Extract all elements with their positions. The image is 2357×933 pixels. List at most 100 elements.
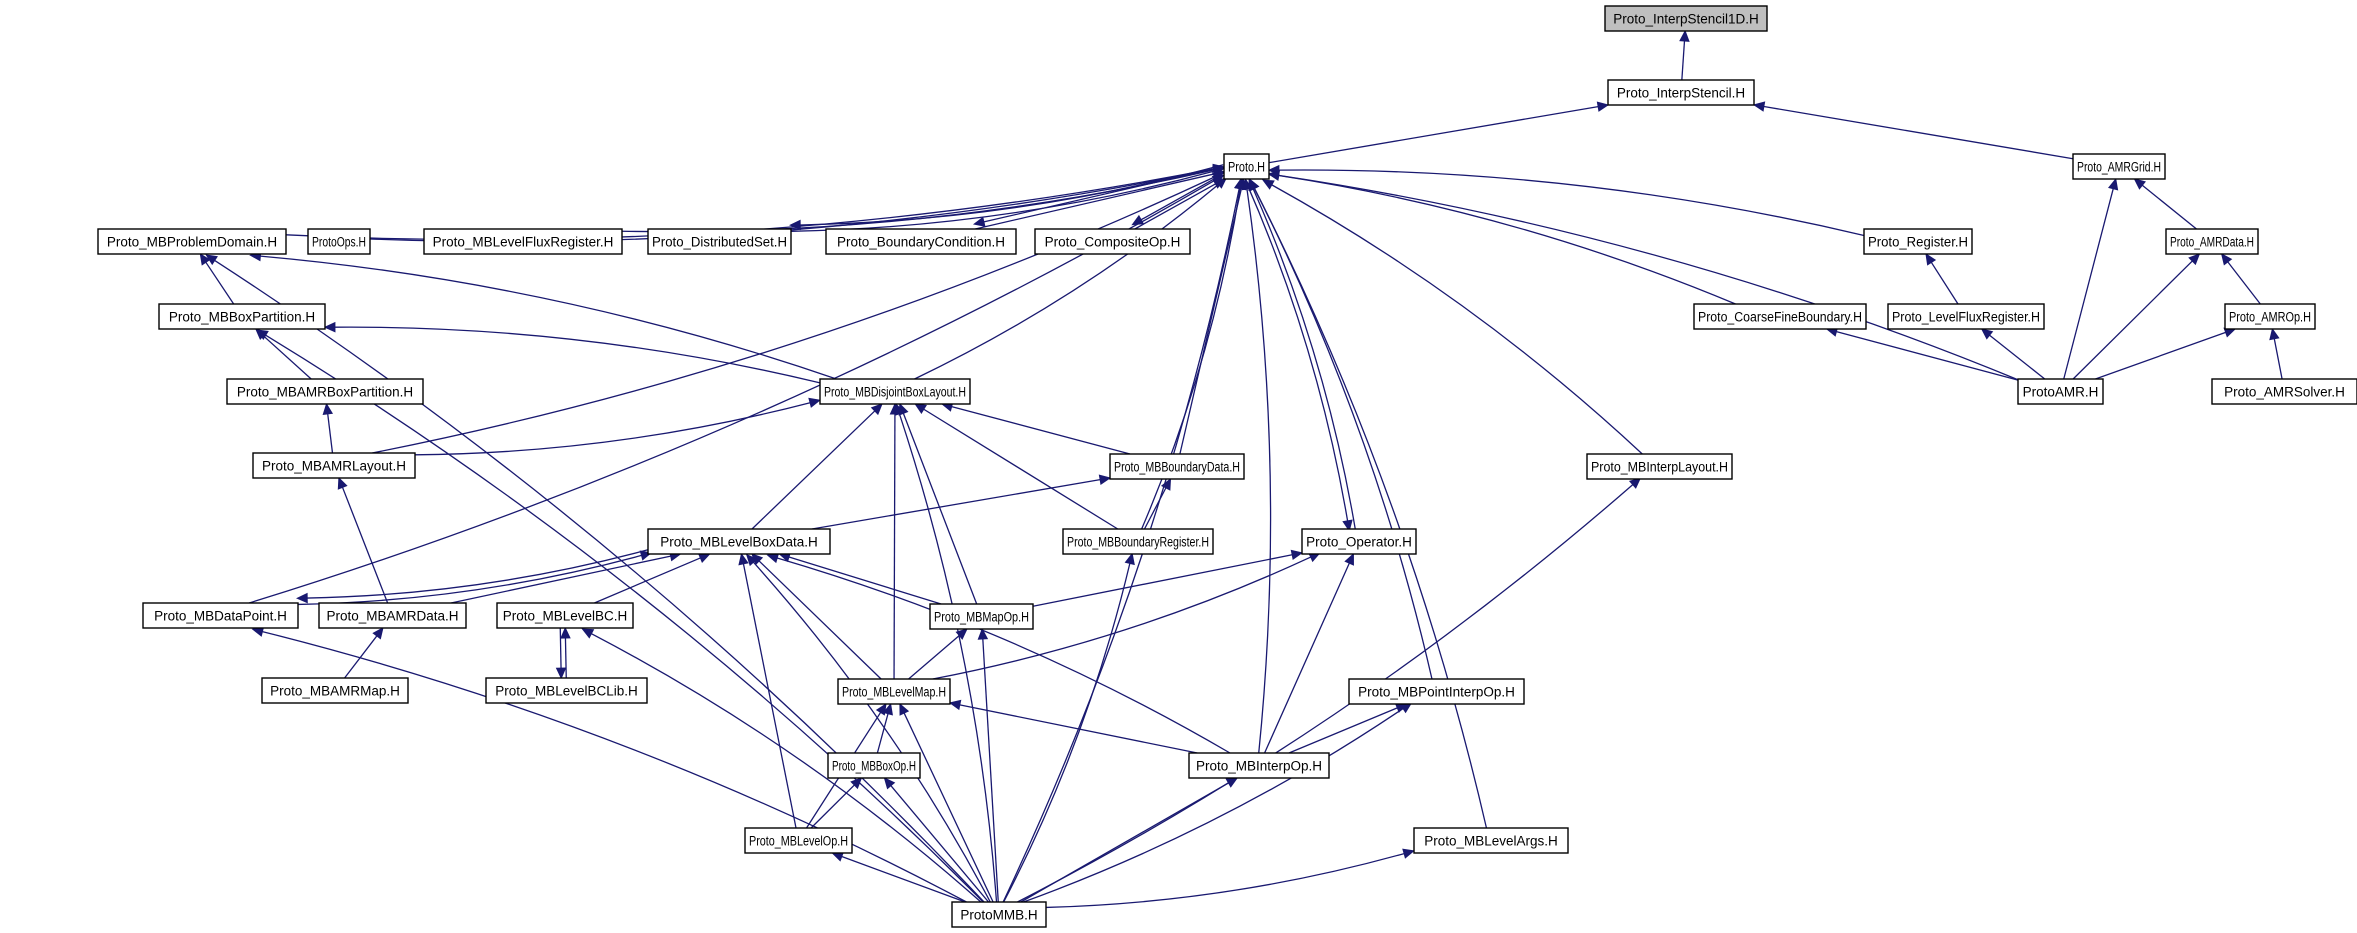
edge-line [876, 713, 889, 754]
edge-line [262, 630, 967, 903]
edge-line [800, 164, 1224, 226]
edge-line [205, 261, 235, 305]
node-protoamr-h[interactable]: ProtoAMR.H [2017, 378, 2104, 405]
edge-line [327, 413, 334, 454]
node-box [1301, 528, 1417, 555]
edge-line [334, 326, 821, 384]
node-proto-amrsolver-h[interactable]: Proto_AMRSolver.H [2211, 378, 2357, 405]
node-proto-mblevelargs-h[interactable]: Proto_MBLevelArgs.H [1413, 827, 1569, 854]
edge-line [1681, 40, 1686, 81]
arrowhead-icon [256, 329, 269, 340]
node-box [2224, 303, 2316, 330]
edge-protommb-to-mblevelbc [581, 628, 982, 903]
node-box [97, 228, 287, 255]
node-label: Proto_MBLevelBC.H [503, 609, 628, 624]
edge-protoamr-to-amrgrid [2063, 177, 2119, 380]
node-proto-mbboxop-h[interactable]: Proto_MBBoxOp.H [827, 752, 921, 779]
node-proto-mbboundarydata-h[interactable]: Proto_MBBoundaryData.H [1109, 453, 1245, 480]
node-proto-mblevelop-h[interactable]: Proto_MBLevelOp.H [744, 827, 853, 854]
node-proto-amrop-h[interactable]: Proto_AMROp.H [2224, 303, 2316, 330]
arrowhead-icon [882, 702, 893, 716]
node-proto-h[interactable]: Proto.H [1223, 153, 1270, 180]
node-proto-mbamrdata-h[interactable]: Proto_MBAMRData.H [318, 602, 467, 629]
edge-mbdisjointboxlayout-to-proto [914, 177, 1228, 380]
edge-line [1244, 180, 1349, 521]
edge-mblevelmap-to-mbmapop [908, 628, 968, 680]
node-box [1034, 228, 1191, 255]
node-label: Proto_MBLevelFluxRegister.H [433, 235, 614, 250]
node-protoops-h[interactable]: ProtoOps.H [307, 228, 371, 255]
node-proto-compositeop-h[interactable]: Proto_CompositeOp.H [1034, 228, 1191, 255]
node-label: Proto_CoarseFineBoundary.H [1698, 310, 1862, 325]
arrowhead-icon [337, 476, 348, 490]
node-box [318, 602, 467, 629]
edge-line [1268, 105, 1599, 164]
node-label: Proto_MBDisjointBoxLayout.H [824, 385, 966, 400]
node-box [2072, 153, 2166, 180]
arrowhead-icon [199, 252, 211, 266]
node-proto-mbamrboxpartition-h[interactable]: Proto_MBAMRBoxPartition.H [226, 378, 424, 405]
edge-register-to-proto [1267, 164, 1865, 237]
edge-line [564, 637, 567, 679]
arrowhead-icon [1233, 177, 1245, 191]
node-box [647, 228, 792, 255]
node-proto-distributedset-h[interactable]: Proto_DistributedSet.H [647, 228, 792, 255]
node-proto-mbinterpop-h[interactable]: Proto_MBInterpOp.H [1188, 752, 1330, 779]
node-proto-mbboxpartition-h[interactable]: Proto_MBBoxPartition.H [158, 303, 326, 330]
edge-line [265, 334, 984, 903]
node-proto-mblevelboxdata-h[interactable]: Proto_MBLevelBoxData.H [647, 528, 831, 555]
edge-line [923, 408, 1119, 530]
arrowhead-icon [875, 702, 887, 716]
node-proto-mbproblemdomain-h[interactable]: Proto_MBProblemDomain.H [97, 228, 287, 255]
edge-line [1930, 262, 1959, 305]
node-proto-mbboundaryregister-h[interactable]: Proto_MBBoundaryRegister.H [1062, 528, 1214, 555]
node-proto-mbamrmap-h[interactable]: Proto_MBAMRMap.H [261, 677, 409, 704]
node-box [226, 378, 424, 405]
node-proto-boundarycondition-h[interactable]: Proto_BoundaryCondition.H [825, 228, 1017, 255]
edge-line [214, 259, 985, 903]
node-protommb-h[interactable]: ProtoMMB.H [951, 901, 1047, 928]
arrowhead-icon [372, 627, 384, 640]
node-proto-interpstencil-h[interactable]: Proto_InterpStencil.H [1607, 79, 1755, 106]
edge-mbmapop-to-operator [1032, 549, 1304, 607]
arrowhead-icon [972, 216, 986, 227]
edge-line [751, 410, 876, 530]
edge-line [2227, 261, 2261, 305]
node-box [485, 677, 648, 704]
node-proto-mblevelfluxregister-h[interactable]: Proto_MBLevelFluxRegister.H [423, 228, 623, 255]
edge-line [594, 557, 701, 604]
node-proto-mbdisjointboxlayout-h[interactable]: Proto_MBDisjointBoxLayout.H [819, 378, 971, 405]
edge-line [450, 555, 671, 604]
node-box [252, 452, 416, 479]
arrowhead-icon [899, 702, 910, 716]
arrowhead-icon [560, 626, 571, 639]
node-proto-mbamrlayout-h[interactable]: Proto_MBAMRLayout.H [252, 452, 416, 479]
node-proto-mbmapop-h[interactable]: Proto_MBMapOp.H [929, 603, 1034, 630]
node-proto-mblevelmap-h[interactable]: Proto_MBLevelMap.H [837, 678, 951, 705]
node-proto-amrdata-h[interactable]: Proto_AMRData.H [2165, 228, 2259, 255]
node-proto-coarsefineboundary-h[interactable]: Proto_CoarseFineBoundary.H [1693, 303, 1867, 330]
edge-line [1023, 708, 1404, 903]
node-proto-levelfluxregister-h[interactable]: Proto_LevelFluxRegister.H [1887, 303, 2045, 330]
node-proto-amrgrid-h[interactable]: Proto_AMRGrid.H [2072, 153, 2166, 180]
node-box [2211, 378, 2357, 405]
arrowhead-icon [1925, 252, 1937, 266]
node-box [1607, 79, 1755, 106]
edge-line [2072, 260, 2193, 380]
node-proto-mbdatapoint-h[interactable]: Proto_MBDataPoint.H [142, 602, 299, 629]
node-proto-mbinterplayout-h[interactable]: Proto_MBInterpLayout.H [1586, 453, 1733, 480]
node-proto-mbpointinterpop-h[interactable]: Proto_MBPointInterpOp.H [1348, 678, 1525, 705]
node-label: Proto.H [1228, 160, 1265, 175]
node-label: Proto_MBPointInterpOp.H [1358, 685, 1515, 700]
node-proto-interpstencil1d-h[interactable]: Proto_InterpStencil1D.H [1604, 5, 1768, 32]
node-proto-operator-h[interactable]: Proto_Operator.H [1301, 528, 1417, 555]
node-proto-mblevelbclib-h[interactable]: Proto_MBLevelBCLib.H [485, 677, 648, 704]
node-label: ProtoOps.H [312, 235, 366, 250]
edge-line [1253, 188, 1488, 829]
node-box [1586, 453, 1733, 480]
node-proto-register-h[interactable]: Proto_Register.H [1863, 228, 1973, 255]
arrowhead-icon [1241, 177, 1253, 191]
edge-amrgrid-to-interpstencil [1752, 101, 2074, 160]
node-proto-mblevelbc-h[interactable]: Proto_MBLevelBC.H [496, 602, 634, 629]
edge-line [1017, 484, 1634, 903]
